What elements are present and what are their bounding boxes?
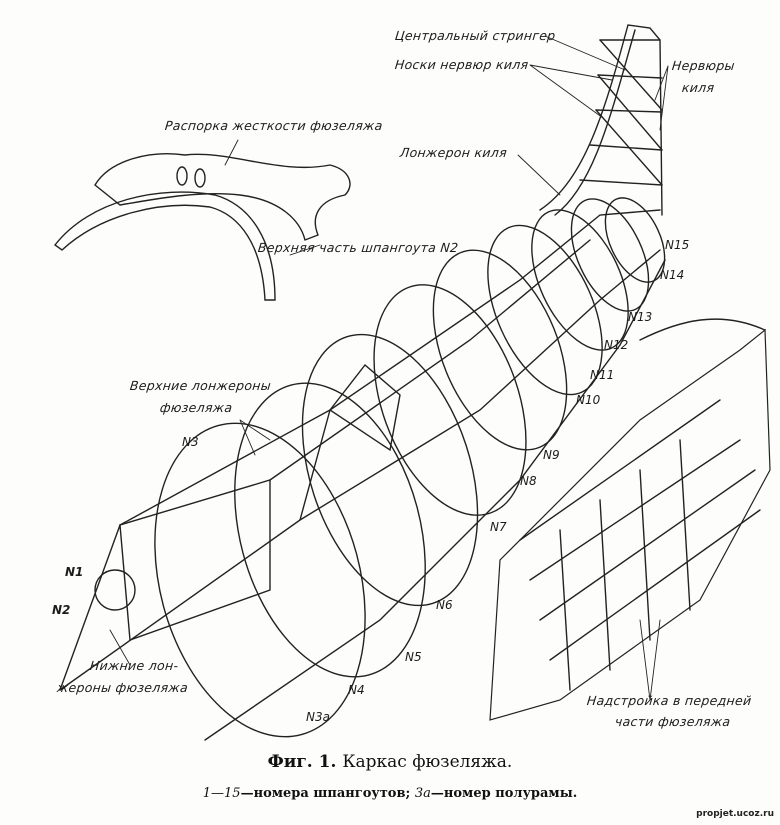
frame-label-n6: N6 (436, 598, 453, 612)
frame-label-n8: N8 (520, 474, 537, 488)
fuselage-frames (94, 197, 666, 738)
label-fin-ribs-1: Нервюры (671, 58, 736, 73)
figure-legend: 1—15—номера шпангоутов; 3а—номер полурам… (0, 786, 780, 801)
frame-label-n3a: N3a (306, 710, 330, 724)
frame-label-n14: N14 (660, 268, 685, 282)
frame-label-n15: N15 (665, 238, 690, 252)
frame-label-n7: N7 (490, 520, 507, 534)
superstructure-drawing (489, 318, 771, 721)
label-lower-longerons-1: Нижние лон- (89, 658, 180, 673)
label-fin-spar: Лонжерон киля (399, 145, 508, 160)
legend-range-text: —номера шпангоутов; (240, 786, 415, 801)
watermark: propjet.ucoz.ru (696, 809, 774, 819)
frame-label-n3: N3 (182, 435, 199, 449)
legend-half: 3а (414, 786, 431, 801)
frame-label-n13: N13 (628, 310, 653, 324)
frame-label-n2: N2 (52, 603, 71, 617)
figure-caption: Фиг. 1. Каркас фюзеляжа. (0, 752, 780, 772)
label-fin-ribs-2: киля (681, 80, 716, 95)
legend-half-text: —номер полурамы. (430, 786, 578, 801)
figure-number: Фиг. 1. (267, 752, 337, 772)
frame-label-n12: N12 (604, 338, 629, 352)
label-fin-rib-noses: Носки нервюр киля (394, 57, 530, 72)
frame-label-n5: N5 (405, 650, 422, 664)
label-central-stringer: Центральный стрингер (394, 28, 557, 43)
label-superstructure-1: Надстройка в передней (586, 693, 753, 708)
label-upper-longerons-1: Верхние лонжероны (129, 378, 272, 393)
label-lower-longerons-2: жероны фюзеляжа (56, 680, 189, 695)
label-fuselage-brace: Распорка жесткости фюзеляжа (164, 118, 384, 133)
leader-lines (109, 35, 669, 701)
legend-range: 1—15 (202, 786, 241, 801)
frame-label-n4: N4 (348, 683, 365, 697)
fuselage-brace-drawing (53, 153, 351, 301)
figure-title: Каркас фюзеляжа. (342, 752, 513, 772)
frame-label-n10: N10 (576, 393, 601, 407)
label-superstructure-2: части фюзеляжа (614, 714, 732, 729)
label-upper-longerons-2: фюзеляжа (159, 400, 234, 415)
label-frame2-top: Верхняя часть шпангоута N2 (257, 240, 460, 255)
fin-drawing (539, 24, 663, 216)
frame-label-n11: N11 (590, 368, 615, 382)
frame-label-n9: N9 (543, 448, 560, 462)
frame-label-n1: N1 (65, 565, 84, 579)
